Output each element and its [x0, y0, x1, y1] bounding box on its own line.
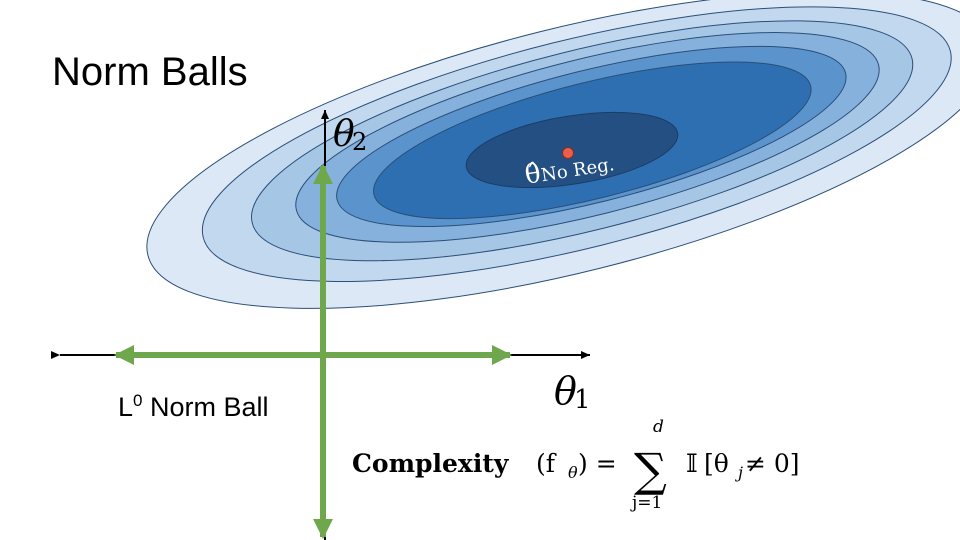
l0-norm-ball-label: L0 Norm Ball: [118, 392, 269, 421]
ball-label-letter: L: [118, 392, 134, 422]
theta1-subscript: 1: [574, 385, 591, 415]
ball-label-suffix: Norm Ball: [142, 392, 269, 422]
l0-norm-ball: [114, 164, 512, 539]
theta2-symbol: θ: [333, 114, 355, 155]
optimum-theta-hat: θ̂: [523, 159, 543, 191]
formula-sum-lower: j=1: [630, 493, 662, 513]
formula-equals: ) =: [578, 449, 617, 478]
formula-body-rest: ≠ 0]: [745, 449, 800, 478]
theta1-label: θ 1: [554, 369, 591, 415]
theta1-symbol: θ: [554, 369, 577, 413]
formula-body-subscript: j: [735, 463, 743, 482]
formula-body: [θ: [704, 449, 729, 478]
formula-sum: ∑: [634, 443, 667, 497]
complexity-formula: Complexity (f θ ) = d ∑ j=1 𝕀 [θ j ≠ 0]: [352, 417, 800, 513]
formula-f: (f: [536, 449, 557, 478]
optimum-point: [562, 147, 574, 159]
theta2-subscript: 2: [352, 128, 367, 156]
formula-sum-upper: d: [653, 417, 664, 437]
formula-f-subscript: θ: [568, 463, 578, 482]
formula-complexity-word: Complexity: [352, 449, 510, 478]
theta2-label: θ 2: [333, 114, 367, 156]
ball-label-superscript: 0: [133, 391, 143, 410]
formula-indicator: 𝕀: [686, 449, 698, 478]
slide-title: Norm Balls: [52, 50, 248, 94]
